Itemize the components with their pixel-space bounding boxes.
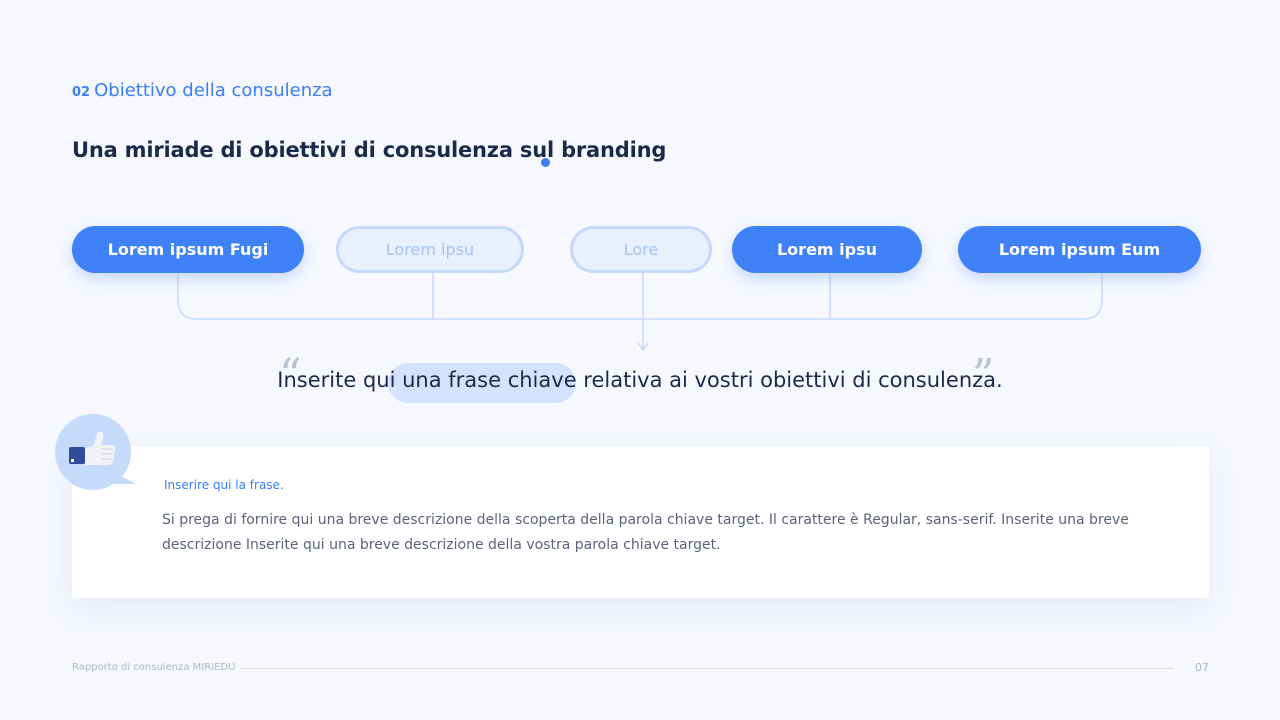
section-title: Obiettivo della consulenza [94, 80, 333, 101]
goal-pill-2[interactable]: Lorem ipsu [336, 226, 524, 273]
section-label: 02 Obiettivo della consulenza [72, 80, 333, 101]
footer-divider [240, 668, 1174, 669]
thumbs-up-badge [55, 414, 131, 490]
close-quote-icon: ” [972, 350, 995, 401]
goal-pill-5[interactable]: Lorem ipsum Eum [958, 226, 1201, 273]
description-card [72, 446, 1209, 598]
footer-report-title: Rapporto di consulenza MIRIEDU [72, 662, 236, 673]
card-label: Inserire qui la frase. [164, 478, 284, 492]
open-quote-icon: “ [279, 350, 302, 401]
thumbs-up-icon [69, 431, 116, 465]
goal-pill-1[interactable]: Lorem ipsum Fugi [72, 226, 304, 273]
page-number: 07 [1195, 661, 1209, 674]
quote-highlight [388, 363, 576, 403]
goal-pill-4[interactable]: Lorem ipsu [732, 226, 922, 273]
goal-pill-3[interactable]: Lore [570, 226, 712, 273]
key-phrase: Inserite qui una frase chiave relativa a… [277, 368, 1003, 392]
cursor-dot [541, 158, 550, 167]
page-title: Una miriade di obiettivi di consulenza s… [72, 138, 667, 162]
card-description: Si prega di fornire qui una breve descri… [162, 512, 1129, 553]
section-number: 02 [72, 85, 91, 100]
